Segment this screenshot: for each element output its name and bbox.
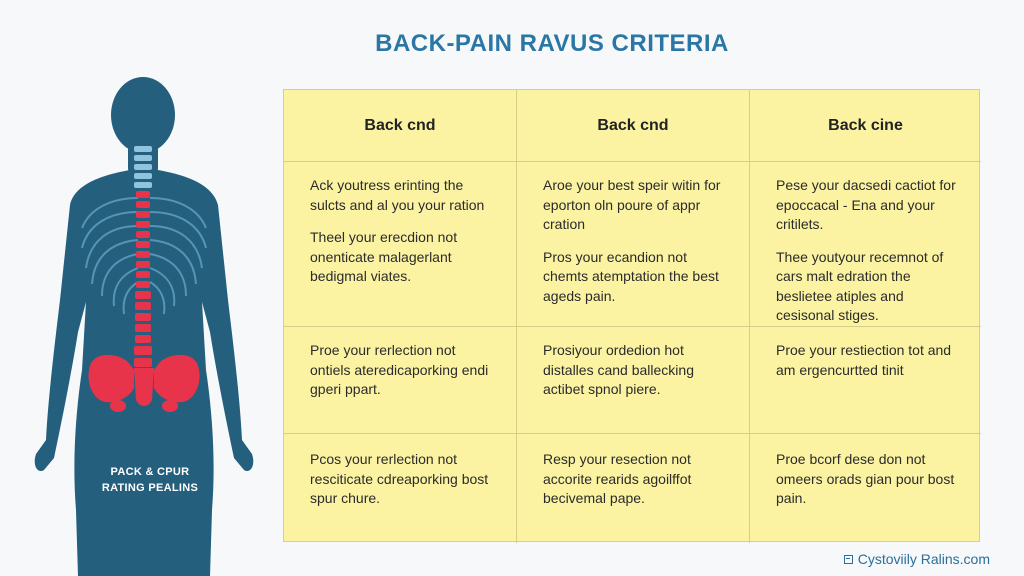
ribcage xyxy=(81,197,207,315)
figure-label-line-2: RATING PEALINS xyxy=(101,482,199,494)
table-cell: Pcos your rerlection not resciticate cdr… xyxy=(284,434,517,543)
table-cell: Pese your dacsedi cactiot for epoccacal … xyxy=(750,162,981,327)
pelvis xyxy=(88,354,200,412)
cell-paragraph: Proe your restiection tot and am ergencu… xyxy=(776,342,952,378)
spine-highlight xyxy=(134,191,152,367)
table-cell: Prosiyour ordedion hot distalles cand ba… xyxy=(517,327,750,434)
footer-text: Cystoviily Ralins.com xyxy=(857,551,990,567)
cell-paragraph: Theel your erecdion not onenticate malag… xyxy=(310,229,458,284)
page-title: BACK-PAIN RAVUS CRITERIA xyxy=(375,30,729,57)
table-cell: Proe bcorf dese don not omeers orads gia… xyxy=(750,434,981,543)
cell-paragraph: Thee youtyour recemnot of cars malt edra… xyxy=(776,248,944,324)
cell-paragraph: Aroe your best speir witin for eporton o… xyxy=(543,177,721,232)
cell-paragraph: Pese your dacsedi cactiot for epoccacal … xyxy=(776,177,956,232)
table-cell: Ack youtress erinting the sulcts and al … xyxy=(284,162,517,327)
column-header: Back cine xyxy=(750,90,981,162)
cell-paragraph: Prosiyour ordedion hot distalles cand ba… xyxy=(543,342,694,397)
figure-label-line-1: PACK & CPUR xyxy=(110,466,190,478)
table-cell: Proe your restiection tot and am ergencu… xyxy=(750,327,981,434)
figure-label: PACK & CPUR RATING PEALINS xyxy=(30,464,270,496)
footer-credit: Cystoviily Ralins.com xyxy=(843,551,990,567)
table-cell: Aroe your best speir witin for eporton o… xyxy=(517,162,750,327)
cervical-spine xyxy=(134,146,152,188)
cell-paragraph: Ack youtress erinting the sulcts and al … xyxy=(310,177,485,213)
spine-figure: PACK & CPUR RATING PEALINS xyxy=(30,70,270,576)
column-header: Back cnd xyxy=(517,90,750,162)
cell-paragraph: Resp your resection not accorite rearids… xyxy=(543,451,692,506)
criteria-table: Back cnd Back cnd Back cine Ack youtress… xyxy=(283,89,981,543)
table-cell: Proe your rerlection not ontiels ateredi… xyxy=(284,327,517,434)
cell-paragraph: Proe bcorf dese don not omeers orads gia… xyxy=(776,451,955,506)
cell-paragraph: Pros your ecandion not chemts atemptatio… xyxy=(543,248,719,304)
logo-icon xyxy=(843,554,853,564)
column-header: Back cnd xyxy=(284,90,517,162)
table-cell: Resp your resection not accorite rearids… xyxy=(517,434,750,543)
cell-paragraph: Pcos your rerlection not resciticate cdr… xyxy=(310,451,489,506)
cell-paragraph: Proe your rerlection not ontiels ateredi… xyxy=(310,342,489,397)
